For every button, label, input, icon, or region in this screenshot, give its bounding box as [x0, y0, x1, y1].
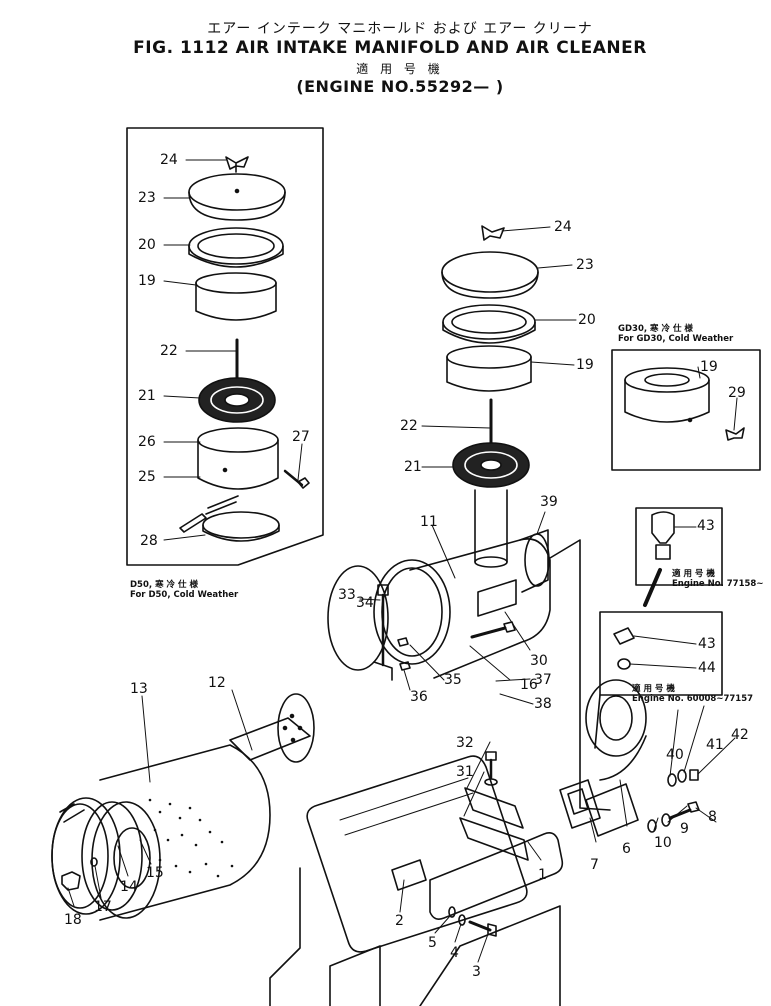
callout-43-upper: 43 [697, 518, 715, 534]
callout-8: 8 [708, 809, 717, 825]
engine-number-range: (ENGINE NO.55292— ) [296, 77, 504, 96]
callout-18: 18 [64, 912, 82, 928]
callout-11: 11 [420, 514, 438, 530]
figure-title: FIG. 1112 AIR INTAKE MANIFOLD AND AIR CL… [133, 38, 647, 58]
applicable-engine-jp: 適 用 号 機 [356, 62, 444, 76]
callout-2: 2 [395, 913, 404, 929]
inset-d50-cold-weather [126, 127, 324, 566]
callout-4: 4 [450, 945, 459, 961]
callout-19: 19 [576, 357, 594, 373]
callout-24: 24 [554, 219, 572, 235]
callout-1: 1 [538, 867, 547, 883]
callout-44: 44 [698, 660, 716, 676]
callout-20: 20 [578, 312, 596, 328]
callout-36: 36 [410, 689, 428, 705]
callout-24-inset: 24 [160, 152, 178, 168]
callout-42: 42 [731, 727, 749, 743]
callout-6: 6 [622, 841, 631, 857]
title-japanese: エアー インテーク マニホールド および エアー クリーナ [207, 21, 593, 37]
callout-20-inset: 20 [138, 237, 156, 253]
callout-22: 22 [400, 418, 418, 434]
callout-39: 39 [540, 494, 558, 510]
air-cleaner-stack [327, 225, 611, 811]
callout-33: 33 [338, 587, 356, 603]
callout-43-lower: 43 [698, 636, 716, 652]
callout-10: 10 [654, 835, 672, 851]
callout-27: 27 [292, 429, 310, 445]
callout-19-inset: 19 [138, 273, 156, 289]
callout-29: 29 [728, 385, 746, 401]
callout-9: 9 [680, 821, 689, 837]
callout-38: 38 [534, 696, 552, 712]
callout-32: 32 [456, 735, 474, 751]
filter-elements [51, 693, 315, 921]
callout-21-inset: 21 [138, 388, 156, 404]
callout-7: 7 [590, 857, 599, 873]
callout-40: 40 [666, 747, 684, 763]
callout-31: 31 [456, 764, 474, 780]
callout-30: 30 [530, 653, 548, 669]
restriction-indicator-lower [594, 611, 723, 749]
callout-41: 41 [706, 737, 724, 753]
leader-lines [67, 159, 738, 963]
callout-16: 16 [520, 677, 538, 693]
callout-5: 5 [428, 935, 437, 951]
callout-26: 26 [138, 434, 156, 450]
callout-3: 3 [472, 964, 481, 980]
callout-34: 34 [356, 595, 374, 611]
callout-37: 37 [534, 672, 552, 688]
restriction-indicator-upper [635, 507, 723, 607]
callout-35: 35 [444, 672, 462, 688]
callout-25: 25 [138, 469, 156, 485]
inset-gd30-cold-weather [611, 349, 761, 471]
callout-22-inset: 22 [160, 343, 178, 359]
intake-manifold-engine [269, 679, 700, 1006]
callout-12: 12 [208, 675, 226, 691]
callout-23: 23 [576, 257, 594, 273]
callout-17: 17 [94, 899, 112, 915]
callout-14: 14 [120, 879, 138, 895]
callout-19-gd30: 19 [700, 359, 718, 375]
callout-23-inset: 23 [138, 190, 156, 206]
callout-28: 28 [140, 533, 158, 549]
callout-21: 21 [404, 459, 422, 475]
callout-15: 15 [146, 865, 164, 881]
callout-13: 13 [130, 681, 148, 697]
